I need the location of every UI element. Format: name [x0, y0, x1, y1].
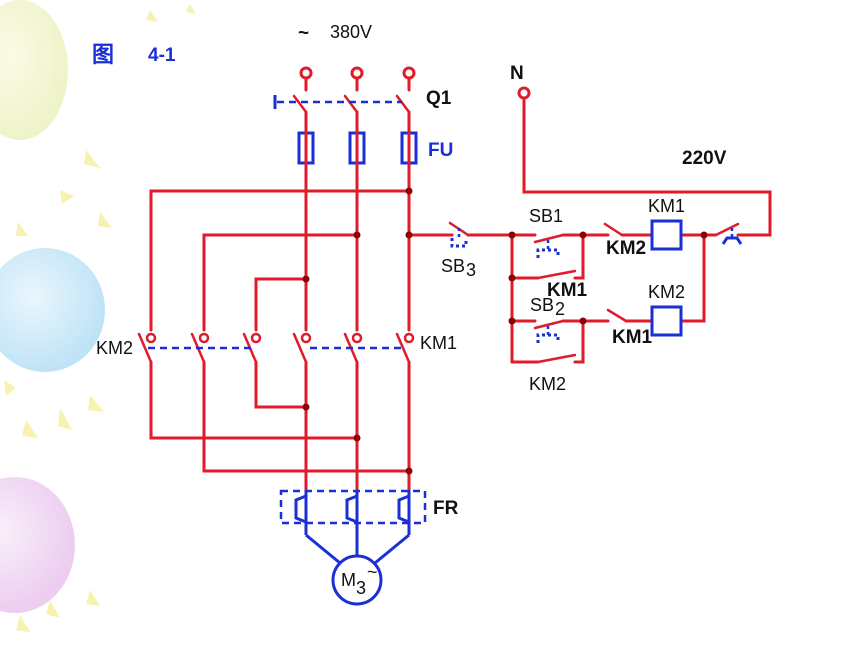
km1-main-label: KM1 [420, 333, 457, 353]
balloon-yellow [0, 0, 68, 140]
breaker-q1 [273, 76, 411, 134]
sb1-label: SB1 [529, 206, 563, 226]
phase-lines [149, 168, 454, 332]
km2-hold-label: KM2 [529, 374, 566, 394]
sb3-label: SB [441, 256, 465, 276]
overload-relay-label: FR [433, 498, 459, 519]
motor-label: M [341, 570, 356, 590]
km2-main-label: KM2 [96, 338, 133, 358]
sb2-subscript: 2 [555, 299, 565, 319]
km1-hold-label: KM1 [547, 280, 588, 301]
neutral-label: N [510, 63, 524, 84]
fuses-fu [297, 124, 418, 172]
motor-m3 [305, 533, 410, 606]
figure-number: 4-1 [148, 45, 176, 66]
supply-tilde: ~ [298, 23, 309, 44]
km1-coil [650, 219, 683, 251]
km2-coil-label: KM2 [648, 282, 685, 302]
km1-coil-label: KM1 [648, 196, 685, 216]
control-voltage-label: 220V [682, 148, 727, 169]
main-contacts [137, 332, 415, 364]
motor-phase-count: 3 [356, 578, 366, 598]
supply-voltage-label: 380V [330, 22, 372, 42]
figure-label: 图 [92, 43, 114, 68]
km2-coil [650, 305, 683, 337]
sb2-label: SB [530, 295, 554, 315]
overload-relay-fr [279, 489, 427, 560]
reversing-wiring [149, 360, 411, 494]
km2-interlock-label: KM2 [606, 238, 646, 259]
control-wiring [444, 96, 772, 364]
motor-ac-symbol: ~ [367, 562, 378, 582]
supply-terminals [299, 66, 531, 100]
sb3-subscript: 3 [466, 260, 476, 280]
balloon-pink [0, 477, 75, 613]
km1-interlock-label: KM1 [612, 327, 653, 348]
coils [650, 219, 683, 337]
junction-dots [302, 187, 708, 475]
sparkle-rays [4, 4, 196, 632]
pushbutton-actuators [450, 228, 743, 343]
balloon-blue [0, 248, 105, 372]
breaker-q1-label: Q1 [426, 88, 452, 109]
fuses-fu-label: FU [428, 140, 453, 161]
